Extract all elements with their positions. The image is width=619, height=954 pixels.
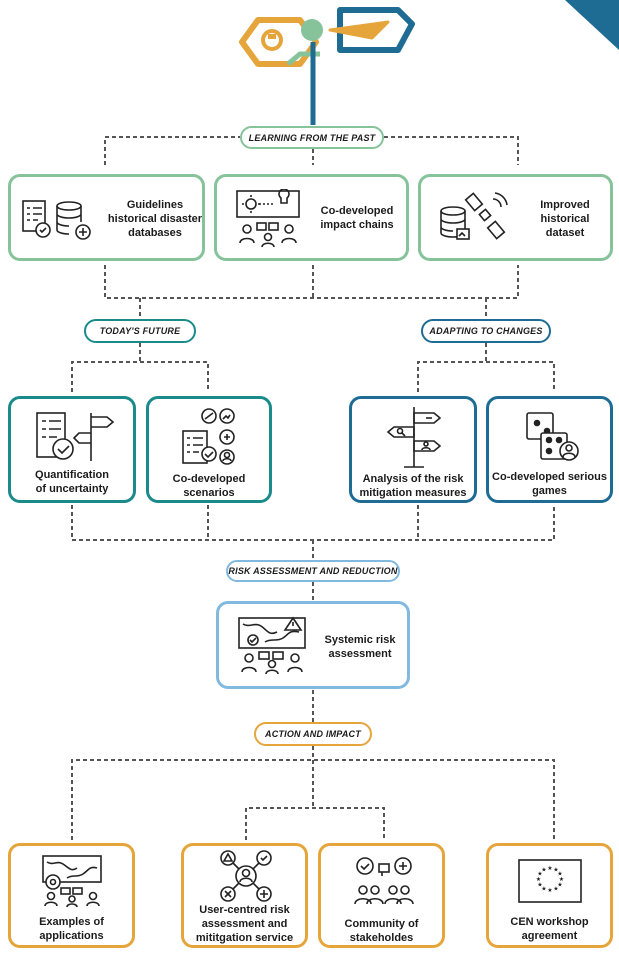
card-cen: ★★★ ★★★ ★★★ ★★★ CEN workshop agreement bbox=[486, 843, 613, 948]
svg-text:★: ★ bbox=[537, 871, 542, 878]
card-impact-chains: Co-developed impact chains bbox=[214, 174, 409, 261]
user-network-icon bbox=[220, 850, 272, 902]
community-icon bbox=[354, 857, 414, 905]
card-historical-dataset-label: Improved historical dataset bbox=[540, 199, 590, 239]
card-community: Community of stakeholdes bbox=[318, 843, 445, 948]
signpost-icon bbox=[386, 407, 442, 468]
map-people-icon bbox=[238, 616, 306, 675]
svg-text:★: ★ bbox=[559, 876, 564, 883]
scenario-icons bbox=[182, 408, 235, 465]
card-systemic: Systemic risk assessment bbox=[216, 601, 410, 689]
svg-text:★: ★ bbox=[541, 886, 546, 893]
svg-text:★: ★ bbox=[537, 882, 542, 889]
card-guidelines: Guidelines historical disaster databases bbox=[8, 174, 205, 261]
section-label-past: LEARNING FROM THE PAST bbox=[240, 126, 384, 149]
card-applications-label: Examples of applications bbox=[39, 916, 104, 942]
card-user-centred: User-centred risk assessment and mititga… bbox=[181, 843, 308, 948]
card-serious-games-label: Co-developed serious games bbox=[492, 471, 607, 497]
satellite-database-icon bbox=[440, 192, 508, 240]
card-cen-label: CEN workshop agreement bbox=[510, 916, 589, 942]
card-mitigation: Analysis of the risk mitigation measures bbox=[349, 396, 477, 503]
card-uncertainty-label: Quantification of uncertainty bbox=[35, 469, 109, 495]
card-guidelines-label: Guidelines historical disaster databases bbox=[107, 199, 203, 239]
section-label-changes: ADAPTING TO CHANGES bbox=[421, 319, 551, 343]
map-gear-people-icon bbox=[42, 855, 102, 908]
section-label-future: TODAY'S FUTURE bbox=[84, 319, 196, 343]
svg-text:★: ★ bbox=[547, 887, 552, 894]
checklist-signpost-icon bbox=[36, 412, 115, 461]
card-scenarios-label: Co-developed scenarios bbox=[172, 473, 246, 499]
section-label-risk: RISK ASSESSMENT AND REDUCTION bbox=[226, 560, 400, 582]
svg-text:★: ★ bbox=[557, 871, 562, 878]
svg-text:★: ★ bbox=[557, 882, 562, 889]
corner-triangle-icon bbox=[565, 0, 619, 50]
card-community-label: Community of stakeholdes bbox=[344, 918, 419, 944]
svg-text:★: ★ bbox=[553, 886, 558, 893]
database-checklist-icon bbox=[22, 200, 91, 240]
svg-text:★: ★ bbox=[536, 876, 541, 883]
svg-text:★: ★ bbox=[553, 867, 558, 874]
logo-icon bbox=[239, 7, 415, 125]
card-scenarios: Co-developed scenarios bbox=[146, 396, 272, 503]
card-historical-dataset: Improved historical dataset bbox=[418, 174, 613, 261]
card-mitigation-label: Analysis of the risk mitigation measures bbox=[359, 473, 467, 499]
card-impact-chains-label: Co-developed impact chains bbox=[320, 205, 394, 231]
eu-flag-icon: ★★★ ★★★ ★★★ ★★★ bbox=[518, 859, 582, 903]
card-user-centred-label: User-centred risk assessment and mititga… bbox=[195, 904, 294, 944]
svg-text:★: ★ bbox=[547, 865, 552, 872]
card-systemic-label: Systemic risk assessment bbox=[324, 634, 396, 660]
people-process-icon bbox=[236, 189, 300, 248]
section-label-action: ACTION AND IMPACT bbox=[254, 722, 372, 746]
card-applications: Examples of applications bbox=[8, 843, 135, 948]
dice-icon bbox=[526, 412, 579, 461]
svg-text:★: ★ bbox=[541, 867, 546, 874]
card-uncertainty: Quantification of uncertainty bbox=[8, 396, 136, 503]
card-serious-games: Co-developed serious games bbox=[486, 396, 613, 503]
